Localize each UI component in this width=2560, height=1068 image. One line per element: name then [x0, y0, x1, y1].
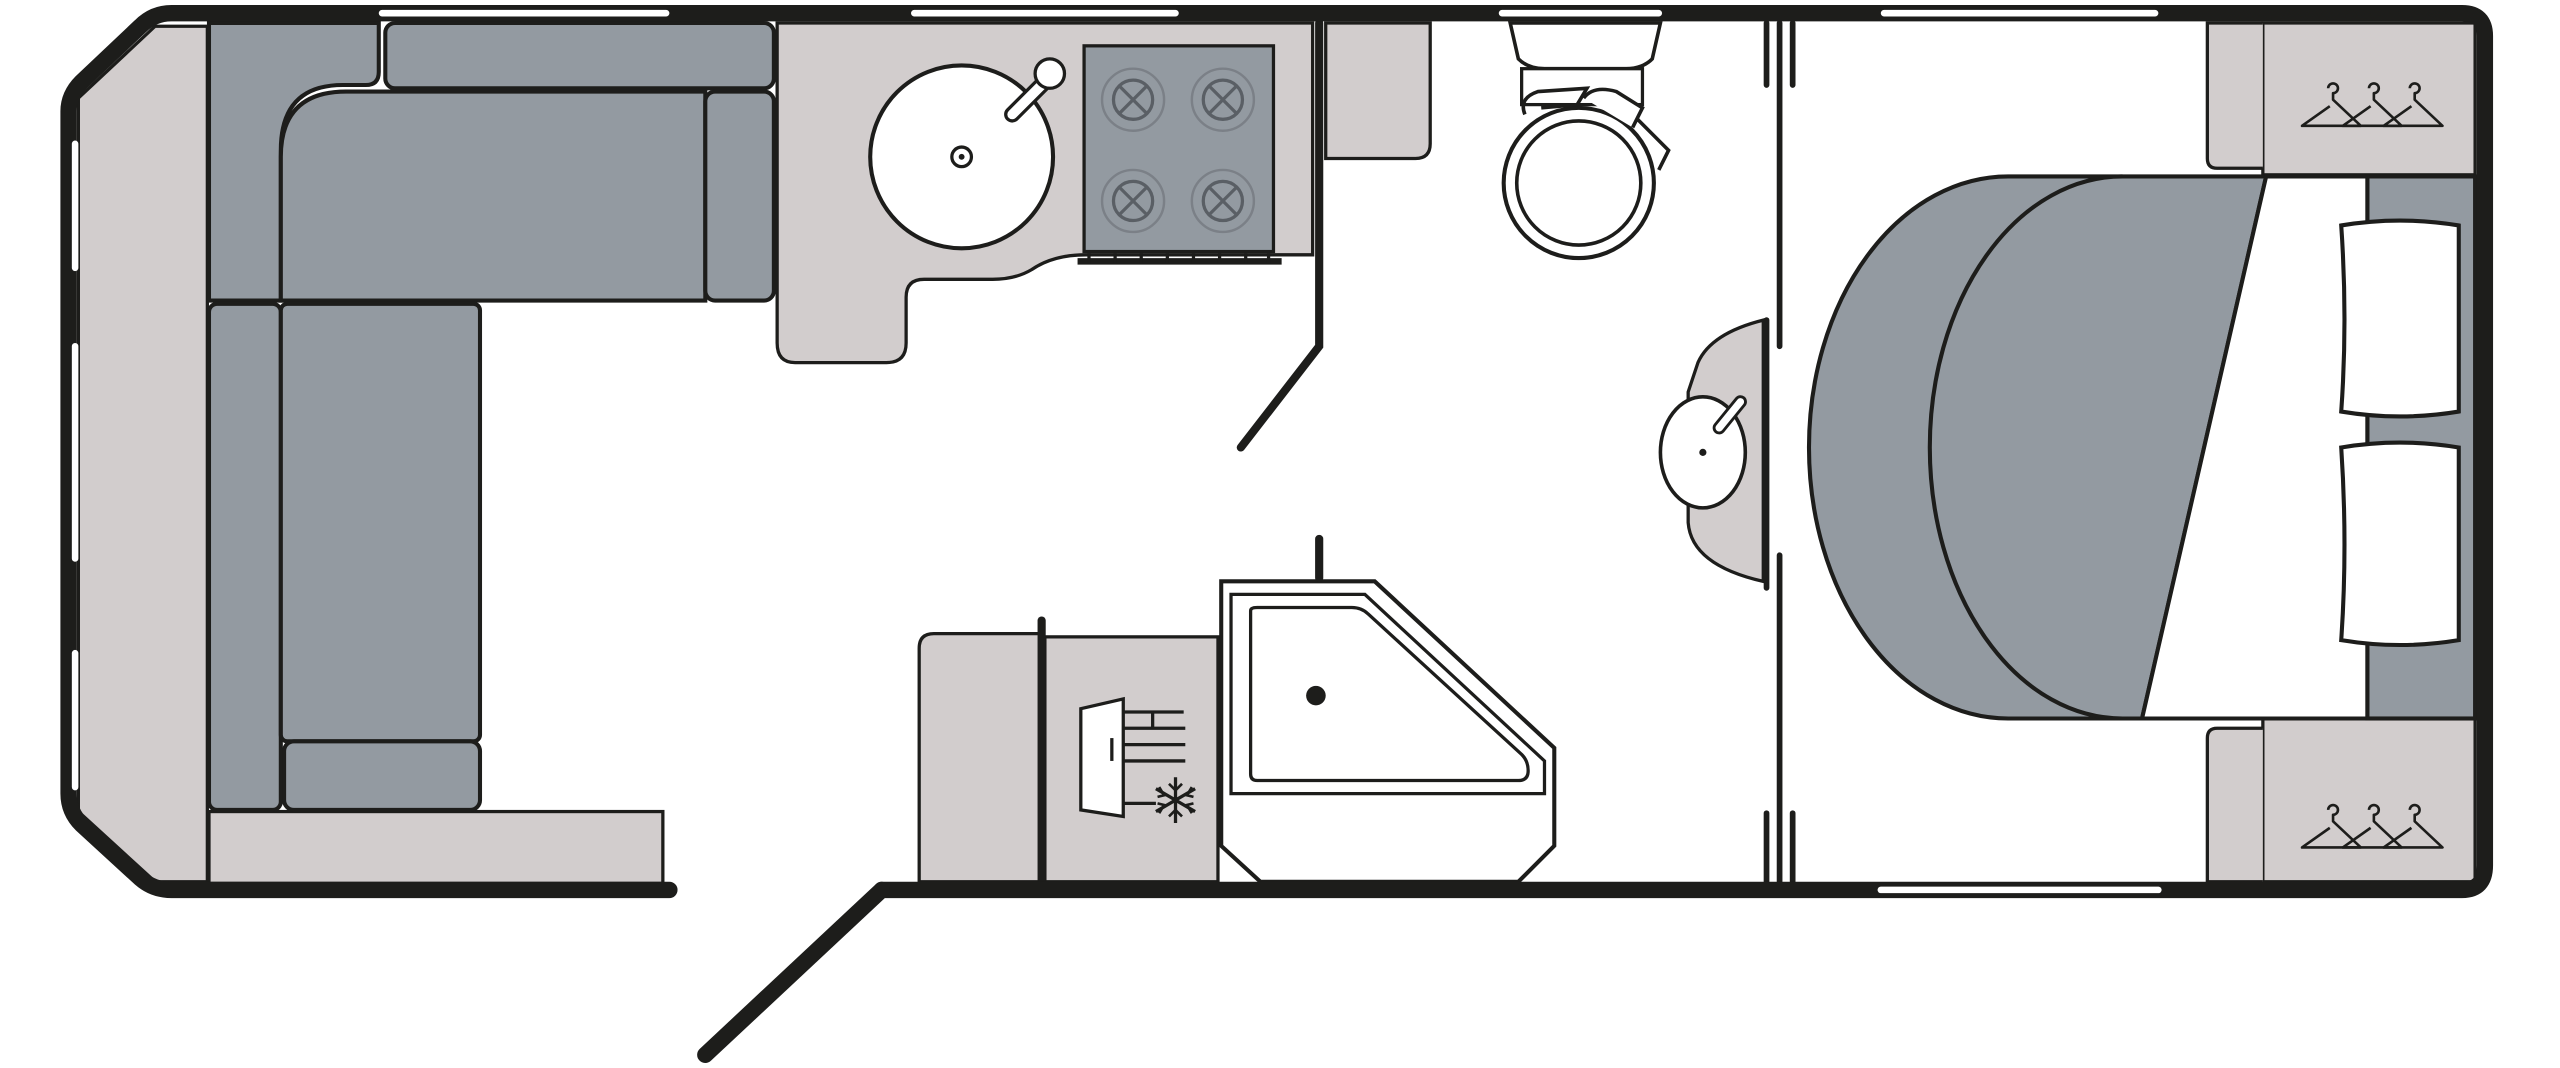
caravan-shell	[60, 5, 2494, 1063]
fridge-icon	[1079, 696, 1186, 819]
front-lounge-seating	[206, 20, 776, 812]
entrance-door[interactable]	[697, 881, 890, 1063]
shower-drain-icon	[1306, 685, 1326, 706]
shower-tray	[1219, 579, 1557, 884]
toilet-icon	[1501, 21, 1671, 261]
windows	[71, 9, 2162, 894]
wardrobe	[2205, 21, 2477, 884]
front-cabinets	[76, 24, 665, 886]
snowflake-icon	[1155, 777, 1196, 823]
island-bed	[1807, 174, 2478, 721]
sink-icon	[868, 57, 1067, 251]
washbasin-icon	[1658, 395, 1748, 510]
fridge-unit	[917, 631, 1220, 884]
hob-icon	[1077, 44, 1282, 265]
interior-walls	[1037, 18, 1796, 886]
